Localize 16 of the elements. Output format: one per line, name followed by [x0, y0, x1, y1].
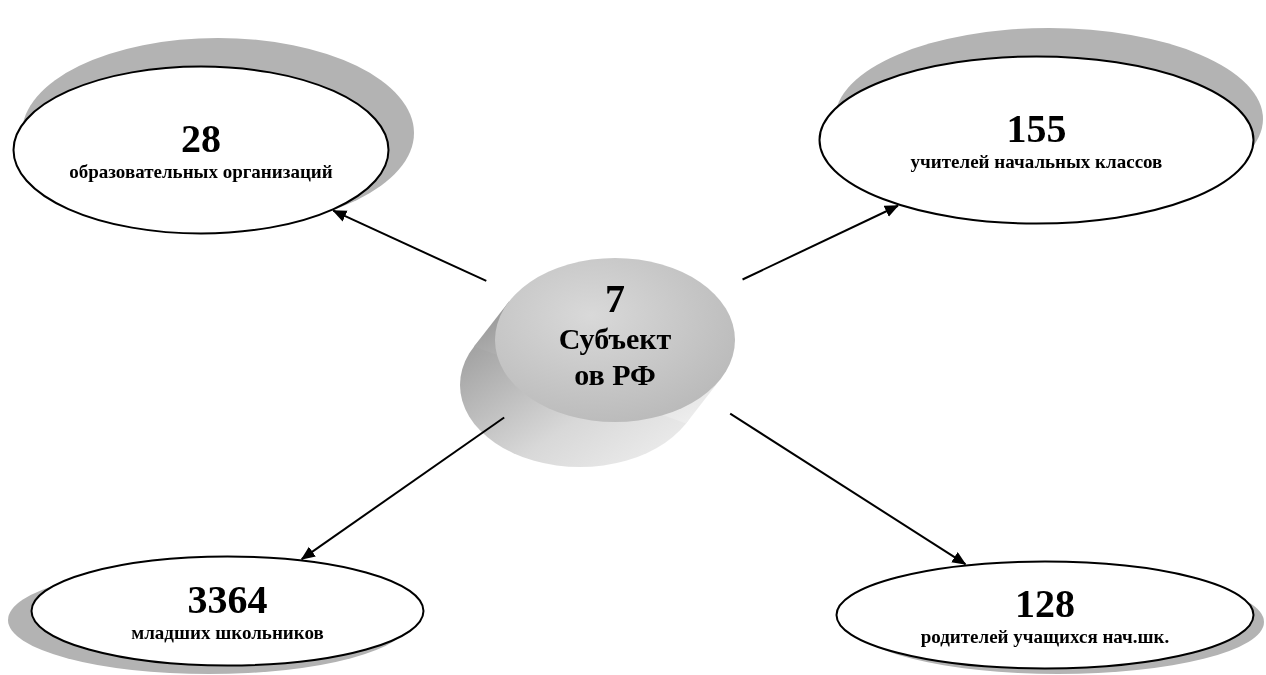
arrow: [729, 412, 967, 566]
ellipse-node: [30, 555, 425, 667]
count-number: 28: [181, 117, 221, 161]
count-label: младших школьников: [131, 622, 324, 644]
ellipse-node: [12, 65, 390, 235]
ellipse-node: [818, 55, 1255, 225]
arrow: [300, 416, 506, 561]
count-number: 128: [1015, 582, 1075, 626]
arrow: [332, 209, 488, 282]
ellipse-node: [835, 560, 1255, 670]
count-label: учителей начальных классов: [910, 151, 1163, 173]
count-label: родителей учащихся нач.шк.: [920, 626, 1170, 648]
arrow: [741, 204, 899, 281]
count-number: 155: [1006, 107, 1067, 151]
count-label: образовательных организаций: [69, 161, 333, 183]
count-number: 3364: [187, 578, 268, 622]
